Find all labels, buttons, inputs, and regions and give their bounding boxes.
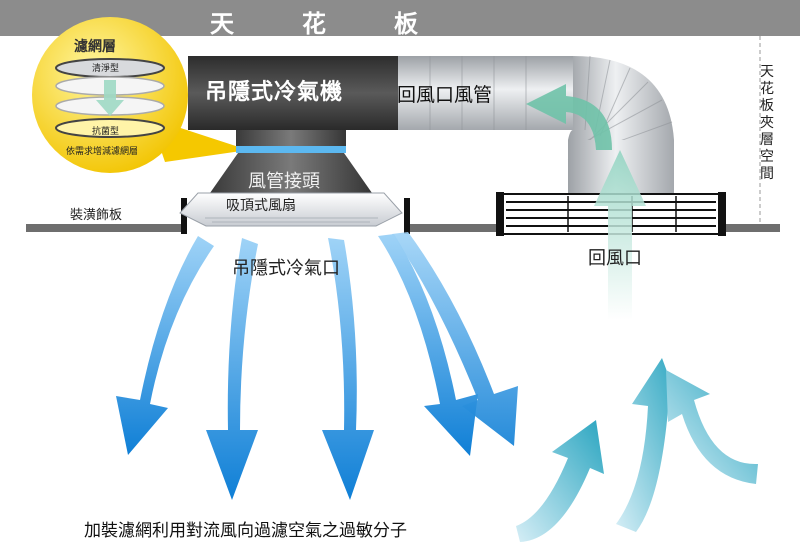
rising-arrow [594, 150, 646, 320]
filter-layer-antibac [55, 118, 165, 138]
return-vent-label: 回風口 [588, 248, 642, 269]
filter-bottom-label: 抗菌型 [92, 127, 120, 137]
joint-top-ring [236, 130, 346, 148]
filter-top-label: 清淨型 [92, 64, 120, 74]
ceiling-fan-label: 吸頂式風扇 [226, 198, 296, 214]
return-duct-horizontal [398, 56, 573, 130]
filter-arrow [96, 80, 124, 116]
trim-panel-mid [408, 224, 500, 232]
trim-panel-right [722, 224, 780, 232]
inflow-arrows [516, 358, 758, 542]
return-vent-cap-right [718, 192, 726, 236]
return-duct-label: 回風口風管 [397, 84, 493, 106]
filter-callout-title: 濾網層 [74, 39, 116, 55]
trim-post-left [181, 198, 187, 234]
return-vent-cap-left [496, 192, 504, 236]
ceiling-title: 天 花 板 [0, 0, 800, 38]
inflow-arrow-1 [516, 420, 604, 542]
outflow-arrow-1 [116, 236, 214, 455]
footer-note: 加裝濾網利用對流風向過濾空氣之過敏分子 [84, 521, 407, 541]
ceiling-char-3: 板 [394, 10, 420, 38]
outflow-arrow-3 [322, 238, 374, 500]
duct-joint-label: 風管接頭 [248, 171, 320, 192]
ac-unit-body [188, 56, 398, 130]
inflow-arrow-2 [616, 358, 682, 532]
interlayer-label: 天花板夾層空間 [760, 64, 774, 182]
duct-joint [210, 153, 372, 193]
inflow-arrow-3 [666, 370, 758, 484]
ceiling-char-1: 天 [210, 10, 236, 38]
duct-ribs [429, 56, 527, 130]
trim-post-right [404, 198, 410, 234]
trim-panel-left [26, 224, 184, 232]
outflow-arrow-2 [206, 238, 258, 500]
joint-blue-ring [236, 146, 346, 153]
fan-slots [205, 217, 378, 223]
ac-unit-label: 吊隱式冷氣機 [205, 80, 344, 105]
trim-panel-label: 裝潢飾板 [70, 208, 123, 223]
ceiling-char-2: 花 [302, 10, 328, 38]
duct-return-arrow [526, 84, 612, 150]
outflow-arrow-4 [378, 234, 478, 456]
air-outlet-label: 吊隱式冷氣口 [232, 258, 340, 279]
outflow-arrow-5 [392, 232, 518, 446]
filter-note-label: 依需求增減濾網層 [66, 147, 139, 157]
outflow-arrows [116, 232, 518, 500]
